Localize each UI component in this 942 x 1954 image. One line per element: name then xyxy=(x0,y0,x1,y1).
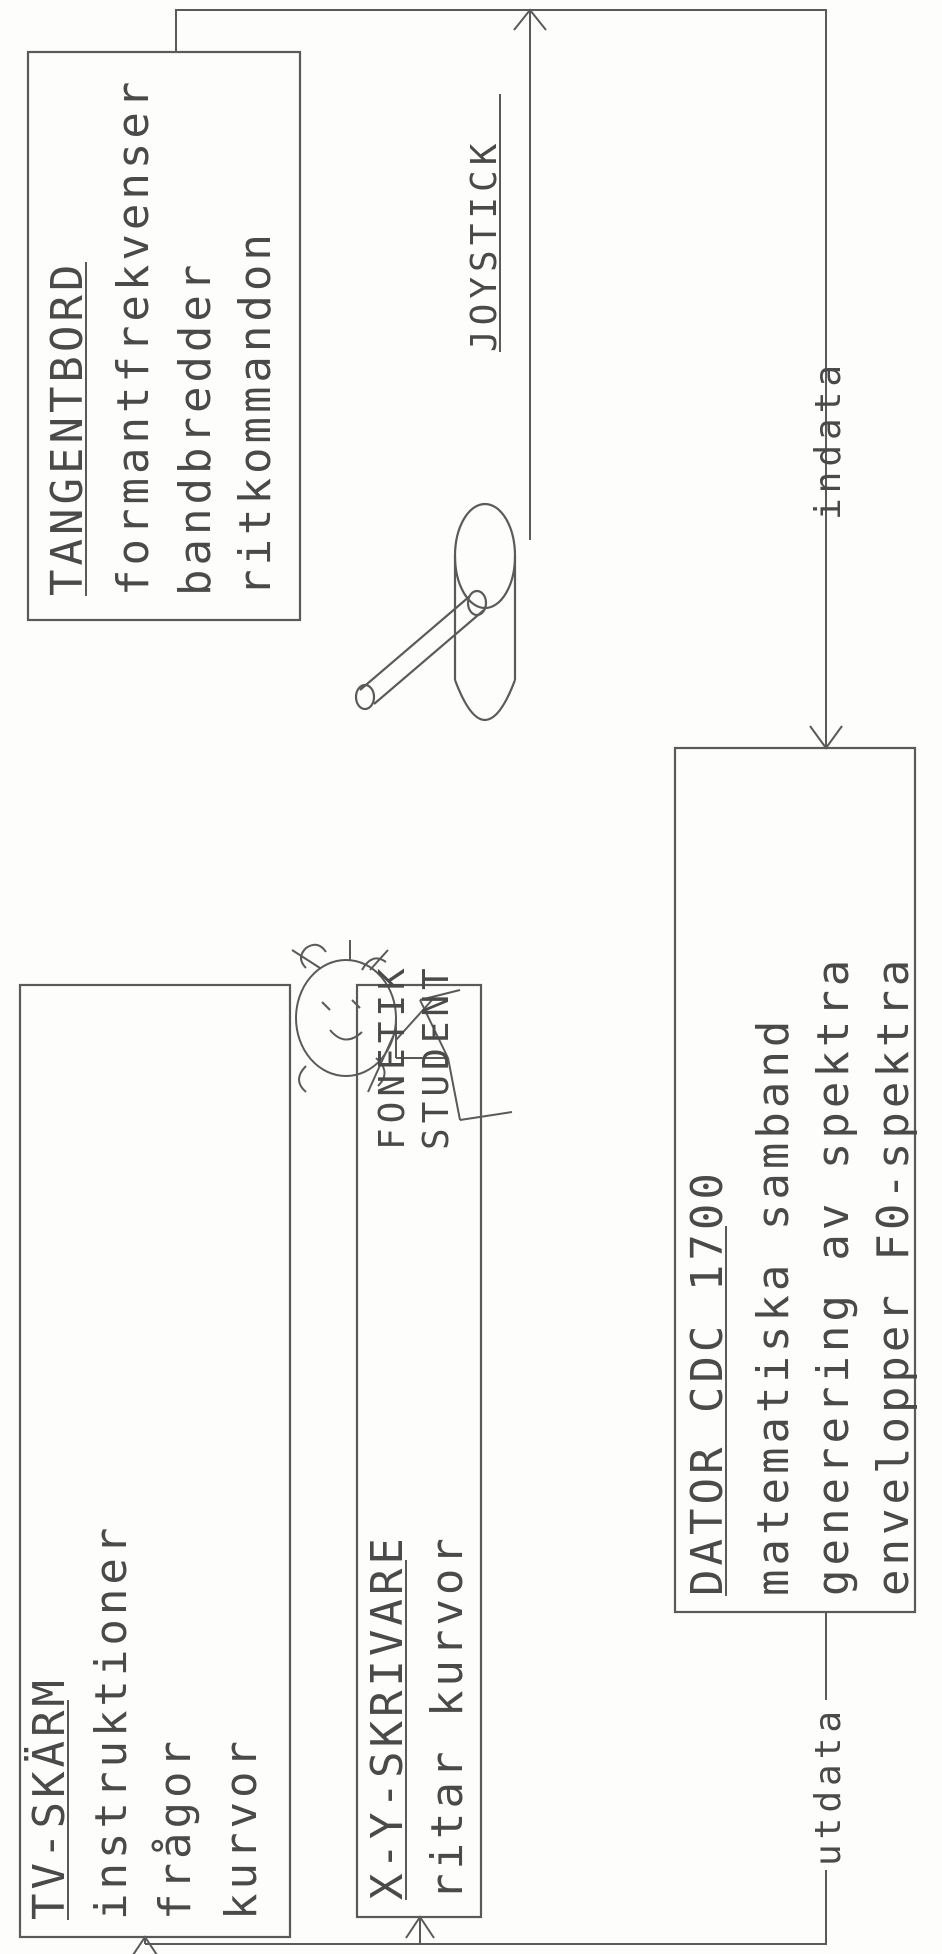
tv-line-3: kurvor xyxy=(216,1737,267,1920)
student-label-line-2: STUDENT xyxy=(416,963,457,1150)
joystick-label: JOYSTICK xyxy=(464,139,505,352)
joystick-icon xyxy=(356,504,515,720)
plotter-line-1: ritar kurvor xyxy=(422,1534,473,1900)
keyboard-line-1: formantfrekvenser xyxy=(108,78,159,596)
computer-line-2: generering av spektra xyxy=(808,956,859,1596)
tv-line-1: instruktioner xyxy=(86,1524,137,1920)
indata-label: indata xyxy=(808,360,849,520)
computer-line-1: matematiska samband xyxy=(748,1017,799,1596)
computer-line-3: envelopper F0-spektra xyxy=(868,956,919,1596)
keyboard-line-2: bandbredder xyxy=(170,261,221,596)
tv-line-2: frågor xyxy=(150,1737,201,1920)
keyboard-line-3: ritkommandon xyxy=(230,230,281,596)
utdata-label: utdata xyxy=(808,1706,849,1866)
student-label-line-1: FONETIK xyxy=(372,963,413,1150)
